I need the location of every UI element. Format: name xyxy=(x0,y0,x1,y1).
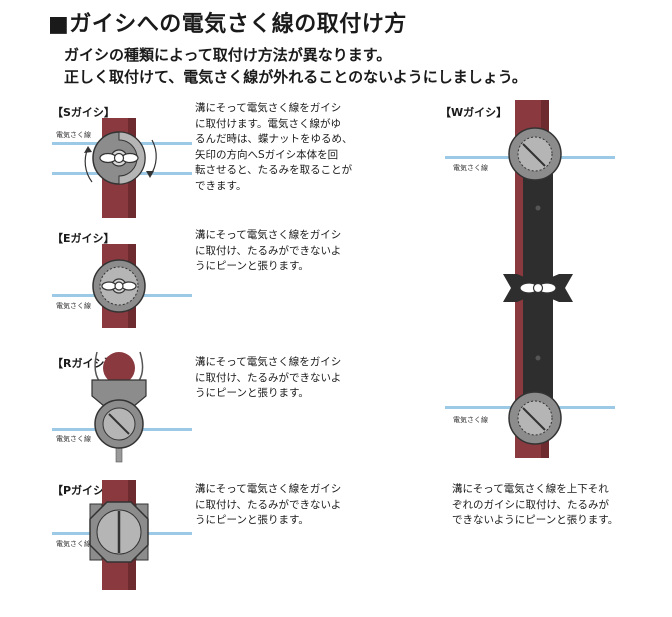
w-lower-wire-label: 電気さく線 xyxy=(453,415,488,424)
subtitle-line-2: 正しく取付けて、電気さく線が外れることのないようにしましょう。 xyxy=(64,68,527,86)
p-insulator-illustration: 電気さく線 xyxy=(52,480,192,590)
e-insulator-illustration: 電気さく線 xyxy=(52,244,192,328)
r-insulator-label: 【Rガイシ】 xyxy=(52,357,116,370)
w-upper-wire-label: 電気さく線 xyxy=(453,163,488,172)
e-wire-label: 電気さく線 xyxy=(56,301,91,310)
w-insulator-description: 溝にそって電気さく線を上下それ ぞれのガイシに取付け、たるみが できないようにピ… xyxy=(452,483,619,526)
s-insulator-label: 【Sガイシ】 xyxy=(52,106,115,119)
s-insulator-description: 溝にそって電気さく線をガイシ に取付けます。電気さく線がゆ るんだ時は、蝶ナット… xyxy=(195,102,353,192)
arrow-icon xyxy=(84,139,157,183)
e-insulator-description: 溝にそって電気さく線をガイシ に取付け、たるみができないよ うにピーンと張ります… xyxy=(195,229,342,272)
p-insulator-label: 【Pガイシ】 xyxy=(52,484,116,497)
r-insulator-illustration: 電気さく線 xyxy=(52,351,192,463)
e-insulator-label: 【Eガイシ】 xyxy=(52,232,115,245)
wing-nut-icon xyxy=(99,152,139,164)
page-title: ■ガイシへの電気さく線の取付け方 xyxy=(48,12,407,37)
w-insulator-label: 【Wガイシ】 xyxy=(440,106,508,119)
s-wire-label: 電気さく線 xyxy=(56,130,91,139)
p-insulator-description: 溝にそって電気さく線をガイシ に取付け、たるみができないよ うにピーンと張ります… xyxy=(195,483,342,526)
s-insulator-illustration: 電気さく線 xyxy=(52,118,192,218)
subtitle-line-1: ガイシの種類によって取付け方法が異なります。 xyxy=(64,46,392,64)
r-insulator-description: 溝にそって電気さく線をガイシ に取付け、たるみができないよ うにピーンと張ります… xyxy=(195,356,342,399)
p-wire-label: 電気さく線 xyxy=(56,539,91,548)
w-insulator-illustration: 電気さく線 電気さく線 xyxy=(445,100,615,458)
r-wire-label: 電気さく線 xyxy=(56,434,91,443)
